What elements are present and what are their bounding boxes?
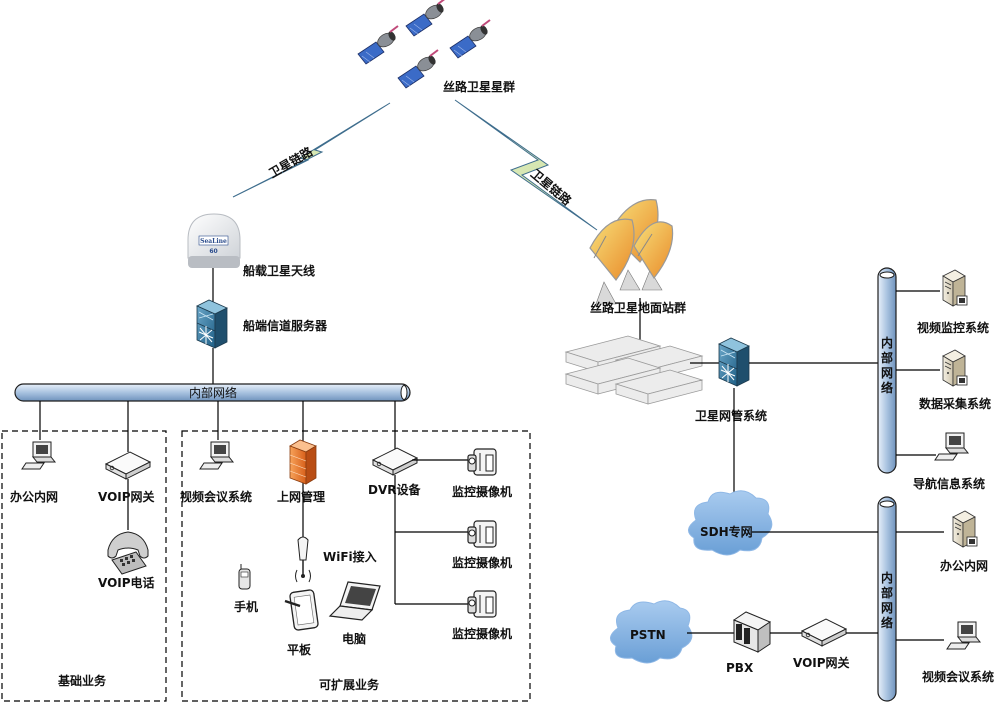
sdh-network-label: SDH专网 (700, 524, 753, 539)
sdh-network-cloud[interactable]: SDH专网 (688, 490, 773, 556)
bus-label-char: 部 (881, 585, 893, 600)
ship-channel-server-label: 船端信道服务器 (243, 318, 328, 333)
ground-station-dishes-icon[interactable] (589, 199, 674, 305)
bus-label-char: 网 (881, 366, 893, 380)
internet-management-label: 上网管理 (277, 489, 325, 504)
ship-channel-server-icon[interactable] (196, 299, 228, 349)
ground-station-label: 丝路卫星地面站群 (590, 300, 686, 315)
camera-label: 监控摄像机 (452, 555, 512, 570)
basic-services-group: 办公内网 VOIP网关 VOIP电话 基础业务 (1, 430, 167, 702)
satellite-constellation-label: 丝路卫星星群 (443, 79, 515, 94)
firewall-icon[interactable] (289, 439, 317, 485)
computer-icon[interactable] (21, 441, 56, 470)
satellite-icon (405, 0, 447, 37)
wifi-access-label: WiFi接入 (323, 549, 377, 564)
tablet-icon[interactable] (284, 589, 319, 631)
satellite-link-left: 卫星链路 (232, 102, 391, 198)
laptop-label: 电脑 (342, 631, 366, 646)
satellite-link-label: 卫星链路 (266, 143, 316, 180)
mobile-phone-icon[interactable] (238, 564, 251, 590)
satellite-nms-icon[interactable] (718, 337, 750, 387)
satellite-icon (397, 49, 439, 89)
office-network-label: 办公内网 (10, 489, 58, 504)
voip-gateway-label: VOIP网关 (98, 489, 155, 504)
voip-gateway-icon[interactable] (105, 451, 151, 480)
satellite-link-right: 卫星链路 (454, 99, 598, 231)
bus-label-char: 络 (881, 615, 893, 630)
pbx-label: PBX (726, 661, 754, 675)
satellite-nms-label: 卫星网管系统 (695, 408, 767, 423)
ground-system-label: 视频会议系统 (922, 669, 994, 684)
laptop-icon[interactable] (328, 581, 381, 621)
ship-internal-network-bus: 内部网络 (14, 383, 411, 402)
extended-services-group: 视频会议系统 上网管理 WiFi接入 手机 平板 (180, 430, 531, 702)
camera-label: 监控摄像机 (452, 626, 512, 641)
satellite-constellation (357, 0, 491, 89)
computer-icon[interactable] (946, 621, 981, 650)
ship-satellite-antenna[interactable]: SeaLine 60 (187, 213, 241, 268)
surveillance-camera-icon[interactable] (467, 520, 497, 548)
bus-label-char: 网 (881, 601, 893, 615)
computer-icon[interactable] (934, 432, 969, 461)
ground-system-label: 数据采集系统 (919, 396, 991, 411)
satellite-icon (449, 19, 491, 59)
satellite-icon (357, 25, 399, 65)
voip-phone-icon[interactable] (107, 531, 149, 575)
ground-internal-network-bus-bottom: 内 部 网 络 (877, 496, 897, 702)
video-conference-label: 视频会议系统 (180, 489, 252, 504)
ground-voip-gateway-label: VOIP网关 (793, 655, 850, 670)
computer-icon[interactable] (199, 441, 234, 470)
server-icon[interactable] (942, 269, 968, 307)
antenna-model: 60 (209, 248, 217, 255)
dvr-device-icon[interactable] (372, 447, 418, 476)
bus-label-char: 络 (881, 380, 893, 395)
voip-phone-label: VOIP电话 (98, 575, 155, 590)
wifi-access-point-icon[interactable] (295, 536, 311, 583)
tablet-label: 平板 (287, 642, 312, 657)
antenna-brand: SeaLine (200, 238, 227, 245)
ship-bus-label: 内部网络 (189, 385, 237, 400)
basic-services-label: 基础业务 (57, 673, 107, 688)
ground-system-label: 办公内网 (940, 558, 988, 573)
bus-label-char: 部 (881, 350, 893, 365)
ship-antenna-label: 船载卫星天线 (243, 263, 315, 278)
camera-label: 监控摄像机 (452, 484, 512, 499)
ground-internal-network-bus-top: 内 部 网 络 (877, 267, 897, 474)
mobile-phone-label: 手机 (234, 599, 258, 614)
satellite-modem-rack-icon[interactable] (564, 335, 704, 405)
surveillance-camera-icon[interactable] (467, 590, 497, 618)
ground-system-label: 视频监控系统 (917, 320, 989, 335)
bus-label-char: 内 (881, 335, 893, 350)
extended-services-label: 可扩展业务 (319, 677, 380, 692)
pstn-label: PSTN (630, 628, 666, 642)
pbx-icon[interactable] (732, 611, 772, 653)
pstn-cloud[interactable]: PSTN (610, 600, 693, 664)
voip-gateway-icon[interactable] (801, 618, 847, 647)
server-icon[interactable] (952, 510, 978, 548)
bus-label-char: 内 (881, 570, 893, 585)
ground-system-label: 导航信息系统 (913, 476, 985, 491)
server-icon[interactable] (942, 349, 968, 387)
surveillance-camera-icon[interactable] (467, 448, 497, 476)
